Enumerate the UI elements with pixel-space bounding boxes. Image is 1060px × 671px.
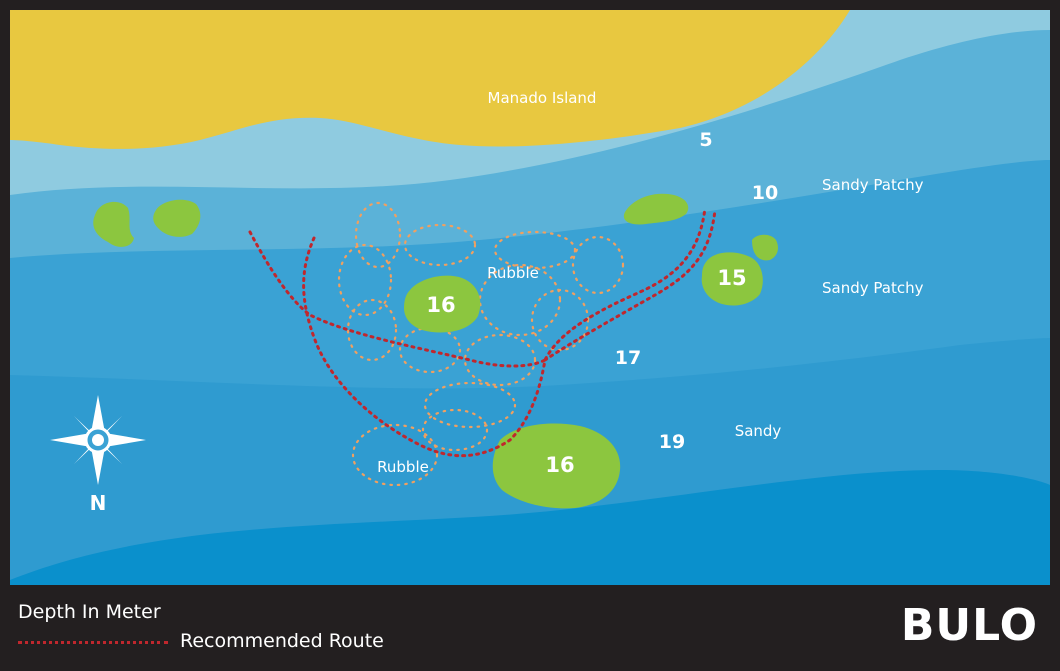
compass-rose-icon: [50, 395, 146, 485]
depth-10: 10: [752, 182, 778, 204]
legend-route-line: [18, 641, 168, 644]
site-name: BULO: [900, 600, 1038, 651]
reef-depth-16-top: 16: [426, 293, 455, 317]
rubble-area-bottom: [351, 408, 489, 487]
legend-depth-label: Depth In Meter: [18, 601, 161, 623]
rubble-area-top: [337, 201, 625, 429]
reef-depth-15: 15: [717, 266, 746, 290]
reef-left-2: [153, 199, 201, 237]
compass-north-label: N: [90, 491, 107, 515]
reef-16-top: [404, 275, 481, 333]
sandy-patchy-label-2: Sandy Patchy: [822, 279, 924, 297]
rubble-label-1: Rubble: [487, 264, 539, 282]
manado-island-land: [10, 10, 850, 149]
depth-19: 19: [659, 431, 685, 453]
reef-15: [701, 252, 763, 306]
reef-left-1: [93, 201, 134, 247]
reef-16-bottom: [492, 423, 621, 509]
rubble-label-2: Rubble: [377, 458, 429, 476]
recommended-route: [248, 206, 717, 458]
sandy-label: Sandy: [735, 422, 782, 440]
reef-depth-16-bottom: 16: [545, 453, 574, 477]
depth-17: 17: [615, 347, 641, 369]
reef-small-right: [752, 234, 778, 261]
legend-route-label: Recommended Route: [180, 630, 384, 652]
land-label: Manado Island: [488, 89, 597, 107]
sandy-patchy-label-1: Sandy Patchy: [822, 176, 924, 194]
reef-top-right: [623, 193, 689, 225]
deepest-water: [10, 470, 1050, 585]
depth-5: 5: [699, 129, 712, 151]
